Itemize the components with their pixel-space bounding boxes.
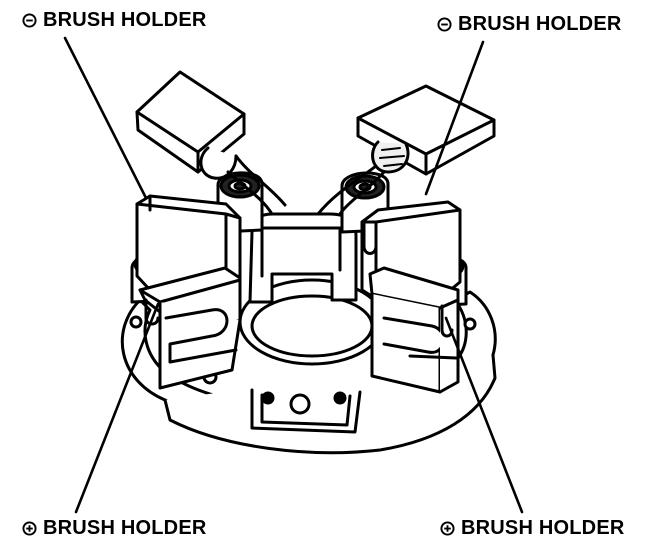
label-text: BRUSH HOLDER [43, 9, 207, 31]
leader-lines [63, 36, 524, 514]
right-brush [316, 84, 496, 216]
front-left-holder [138, 266, 242, 390]
left-brush [135, 70, 287, 216]
negative-brush-holder-label-top-right: BRUSH HOLDER [437, 13, 622, 36]
positive-terminal-icon [440, 521, 455, 536]
leader-bottom-right [444, 316, 524, 514]
negative-terminal-icon [437, 17, 452, 32]
negative-brush-holder-label-top-left: BRUSH HOLDER [22, 9, 207, 32]
label-text: BRUSH HOLDER [458, 13, 622, 35]
label-text: BRUSH HOLDER [43, 517, 207, 539]
label-text: BRUSH HOLDER [461, 517, 625, 539]
leader-bottom-left [74, 302, 160, 514]
negative-terminal-icon [22, 13, 37, 28]
positive-brush-holder-label-bottom-right: BRUSH HOLDER [440, 517, 625, 540]
positive-terminal-icon [22, 521, 37, 536]
front-right-holder [368, 266, 460, 394]
positive-brush-holder-label-bottom-left: BRUSH HOLDER [22, 517, 207, 540]
leader-top-right [424, 40, 485, 196]
leader-top-left [63, 36, 148, 200]
